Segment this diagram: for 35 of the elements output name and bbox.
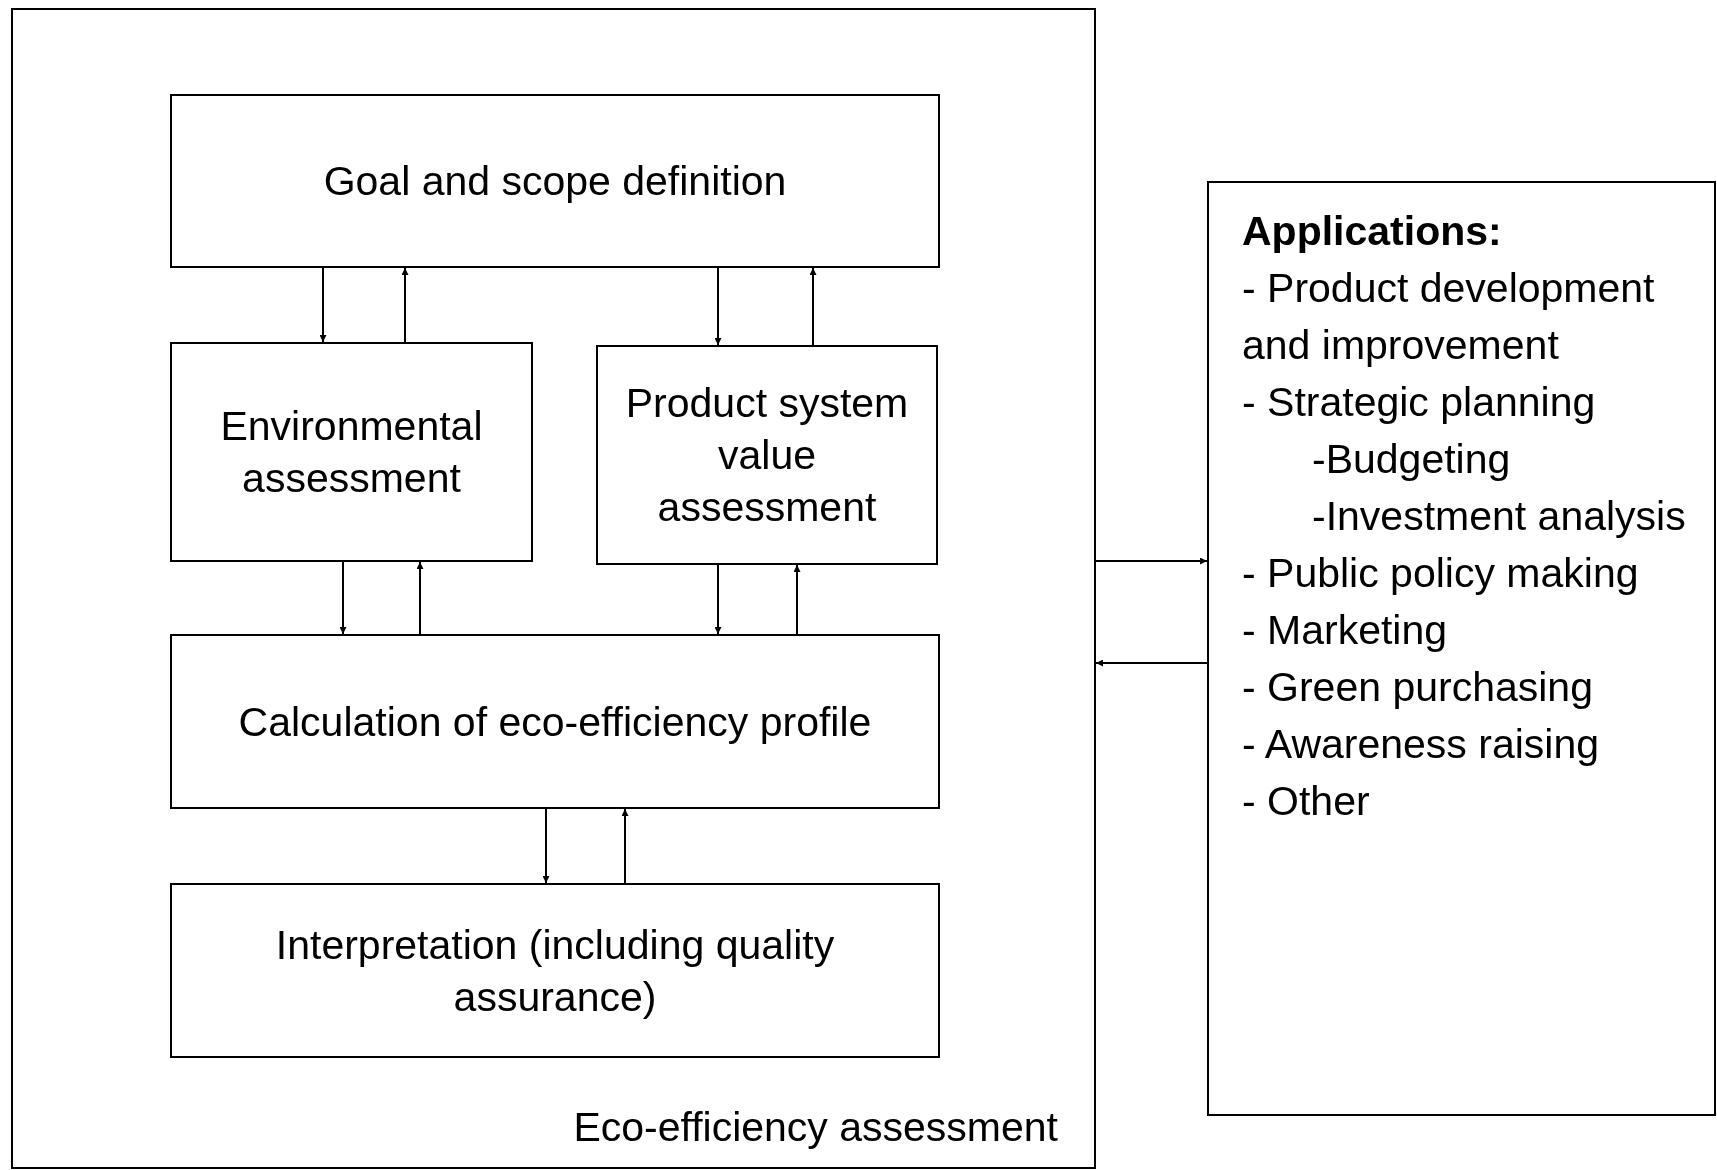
arrow [542, 808, 550, 884]
list-item: -Investment analysis [1311, 492, 1686, 541]
process-box [170, 883, 940, 1058]
arrow [621, 808, 629, 884]
list-heading: Applications: [1242, 207, 1502, 256]
process-box [170, 94, 940, 268]
arrow [339, 561, 347, 635]
list-item: - Green purchasing [1242, 663, 1593, 712]
list-item: - Marketing [1242, 606, 1448, 655]
list-item: - Awareness raising [1242, 720, 1600, 769]
box-label: Environmental assessment [219, 402, 484, 503]
arrow [809, 267, 817, 346]
list-item: - Product development and improvement [1242, 264, 1656, 370]
box-label: Goal and scope definition [323, 157, 787, 206]
list-box [1207, 181, 1716, 1116]
arrow [793, 564, 801, 635]
list-item: -Budgeting [1311, 435, 1511, 484]
box-label: Product system value assessment [624, 379, 910, 532]
group-label: Eco-efficiency assessment [573, 1102, 1058, 1152]
list-item: - Other [1242, 777, 1370, 826]
arrow [1095, 557, 1208, 565]
list-item: - Strategic planning [1242, 378, 1596, 427]
process-box [170, 634, 940, 809]
arrow [714, 267, 722, 346]
process-box [596, 345, 938, 565]
arrow [1095, 659, 1208, 667]
arrow [416, 561, 424, 635]
process-box [170, 342, 533, 562]
arrow [714, 564, 722, 635]
list-item: - Public policy making [1242, 549, 1639, 598]
box-label: Calculation of eco-efficiency profile [238, 697, 872, 747]
group-frame [11, 8, 1096, 1169]
arrow [319, 267, 327, 343]
arrow [401, 267, 409, 343]
box-label: Interpretation (including quality assurance) [274, 920, 836, 1022]
